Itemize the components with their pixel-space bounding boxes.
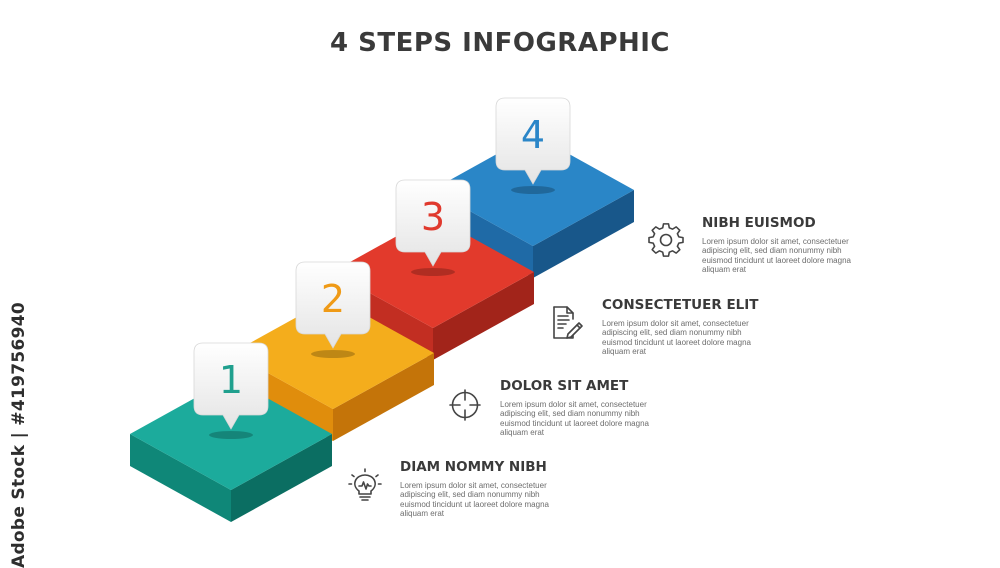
step-1-number-bubble: 1: [193, 342, 269, 439]
step-2-number: 2: [321, 277, 345, 321]
step-2-body: Lorem ipsum dolor sit amet, consectetuer…: [500, 400, 649, 438]
step-2-number-bubble: 2: [295, 261, 371, 358]
step-3-number: 3: [421, 195, 445, 239]
step-3-block-top: [332, 216, 534, 328]
step-1-block-top: [130, 378, 332, 490]
step-2-heading: DOLOR SIT AMET: [500, 378, 629, 394]
step-1-heading: DIAM NOMMY NIBH: [400, 459, 547, 475]
step-4-block-side: [533, 190, 634, 278]
gear-icon: [648, 223, 684, 257]
step-1-bubble-shadow: [209, 431, 253, 439]
step-3-body: Lorem ipsum dolor sit amet, consectetuer…: [602, 319, 751, 357]
step-1-block: [130, 378, 332, 522]
page-title: 4 STEPS INFOGRAPHIC: [329, 28, 671, 58]
step-2-block-side: [333, 353, 434, 441]
step-2-text: DOLOR SIT AMET Lorem ipsum dolor sit ame…: [500, 378, 770, 438]
step-2-block-top: [232, 297, 434, 409]
lightbulb-icon: [348, 468, 382, 501]
step-4-text: NIBH EUISMOD Lorem ipsum dolor sit amet,…: [702, 215, 972, 275]
step-3-heading: CONSECTETUER ELIT: [602, 297, 759, 313]
step-3-block: [332, 216, 534, 360]
step-4-bubble-body: [495, 97, 571, 185]
document-pen-icon: [553, 306, 583, 339]
step-1-block-front: [130, 434, 231, 522]
step-4-heading: NIBH EUISMOD: [702, 215, 816, 231]
step-2-bubble-shadow: [311, 350, 355, 358]
step-3-text: CONSECTETUER ELIT Lorem ipsum dolor sit …: [602, 297, 872, 357]
step-4-number-bubble: 4: [495, 97, 571, 194]
step-4-body: Lorem ipsum dolor sit amet, consectetuer…: [702, 237, 851, 275]
step-3-bubble-shadow: [411, 268, 455, 276]
step-1-body: Lorem ipsum dolor sit amet, consectetuer…: [400, 481, 549, 519]
step-1-bubble-body: [193, 342, 269, 430]
stock-id-label: Adobe Stock | #419756940: [9, 301, 29, 568]
step-3-block-side: [433, 272, 534, 360]
step-1-text: DIAM NOMMY NIBH Lorem ipsum dolor sit am…: [400, 459, 670, 519]
step-4-block: [432, 134, 634, 278]
step-4-number: 4: [521, 113, 545, 157]
step-3-bubble-body: [395, 179, 471, 267]
target-icon: [449, 389, 481, 421]
step-1-block-side: [231, 434, 332, 522]
step-4-bubble-shadow: [511, 186, 555, 194]
step-3-number-bubble: 3: [395, 179, 471, 276]
step-1-number: 1: [219, 358, 243, 402]
step-2-bubble-body: [295, 261, 371, 349]
step-4-block-top: [432, 134, 634, 246]
step-2-block: [232, 297, 434, 441]
